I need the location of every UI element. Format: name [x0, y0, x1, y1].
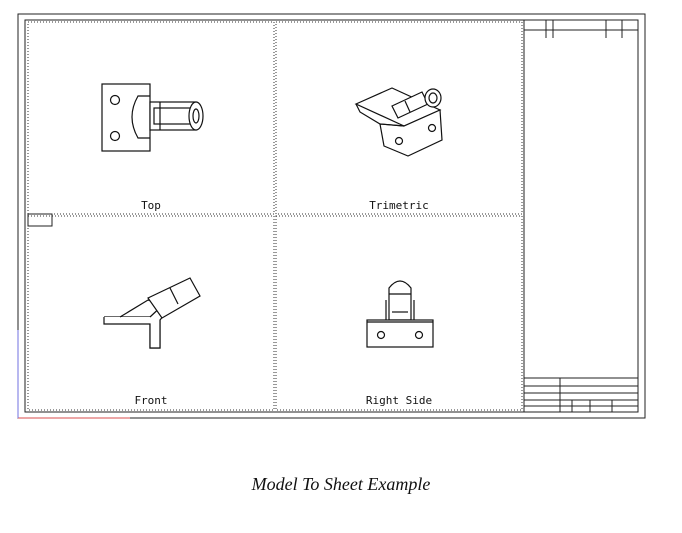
trimetric-view-drawing: [354, 87, 443, 157]
figure-caption: Model To Sheet Example: [251, 474, 431, 494]
sheet-border: [17, 13, 646, 419]
title-block: [523, 20, 639, 413]
anchor-marker: [27, 213, 53, 227]
view-frames: [27, 21, 523, 411]
right-side-view-drawing: [366, 280, 434, 348]
top-view-drawing: [101, 83, 204, 152]
view-label-right-side: Right Side: [366, 394, 432, 407]
view-label-front: Front: [134, 394, 167, 407]
view-label-top: Top: [141, 199, 161, 212]
front-view-drawing: [103, 277, 201, 349]
view-label-trimetric: Trimetric: [369, 199, 429, 212]
